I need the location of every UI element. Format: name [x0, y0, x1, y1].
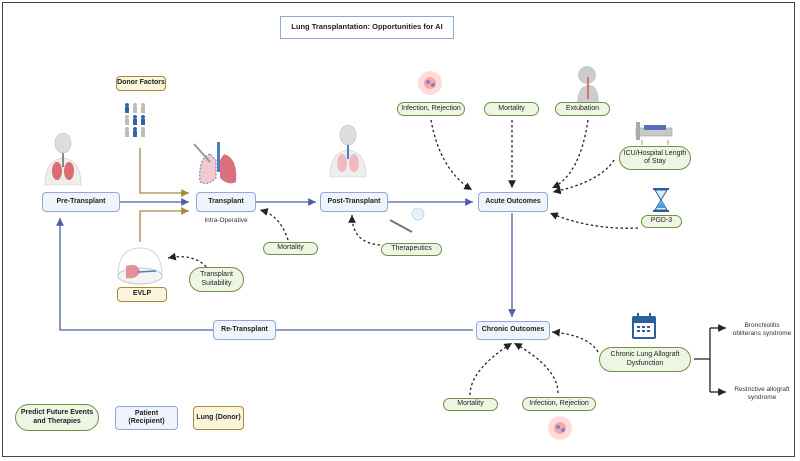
diagram-title: Lung Transplantation: Opportunities for …: [280, 16, 454, 39]
chronic-infection-rejection-pill[interactable]: Infection, Rejection: [522, 397, 596, 411]
dash-suitability-evlp: [167, 252, 213, 276]
acute-outcomes-box[interactable]: Acute Outcomes: [478, 192, 548, 212]
pre-transplant-box[interactable]: Pre-Transplant: [42, 192, 120, 212]
chronic-infection-germ-icon: [548, 416, 572, 440]
extubation-head-icon: [577, 66, 599, 105]
legend-predict: Predict Future Events and Therapies: [15, 404, 99, 431]
transplant-lungs-icon: [193, 142, 237, 184]
chronic-mortality-pill[interactable]: Mortality: [443, 398, 498, 411]
post-patient-figure-icon: [329, 124, 367, 178]
hourglass-icon: [653, 188, 669, 212]
syringe-icon: [389, 207, 425, 233]
dash-clad-chronic: [551, 328, 599, 353]
transplant-suitability-pill[interactable]: Transplant Suitability: [189, 267, 244, 292]
dash-pgd3-acute: [549, 212, 639, 229]
arrow-evlp-to-transplant: [139, 207, 189, 242]
dash-icu-acute: [552, 159, 615, 195]
dash-infection-acute: [430, 119, 473, 191]
pgd3-pill[interactable]: PGD-3: [641, 215, 682, 228]
extubation-pill[interactable]: Extubation: [555, 102, 610, 116]
ras-label: Restrictive allograft syndrome: [734, 386, 790, 401]
dash-extubation-acute: [551, 119, 589, 189]
transplant-box[interactable]: Transplant: [196, 192, 256, 212]
arrow-retransplant-to-pre: [56, 218, 214, 331]
arrow-donor-factors-to-transplant: [139, 148, 189, 197]
calendar-icon: [632, 313, 656, 339]
infection-germ-icon: [418, 71, 442, 95]
clad-pill[interactable]: Chronic Lung Allograft Dysfunction: [599, 347, 691, 372]
evlp-box[interactable]: EVLP: [117, 287, 167, 302]
re-transplant-box[interactable]: Re-Transplant: [213, 320, 276, 340]
dash-intraop-mortality: [259, 208, 289, 241]
legend-patient: Patient (Recipient): [115, 406, 178, 430]
dash-chronic-mortality: [469, 342, 513, 396]
patient-figure-icon: [44, 132, 82, 186]
evlp-dome-icon: [117, 247, 163, 285]
dash-chronic-infection: [513, 342, 559, 394]
therapeutics-pill[interactable]: Therapeutics: [381, 243, 442, 256]
acute-infection-rejection-pill[interactable]: Infection, Rejection: [397, 102, 465, 116]
legend-lung: Lung (Donor): [193, 406, 244, 430]
icu-hospital-stay-pill[interactable]: ICU/Hospital Length of Stay: [619, 146, 691, 170]
clad-bracket: [694, 328, 711, 392]
donor-figures-icon: [125, 103, 145, 137]
dash-therapeutics-post: [348, 214, 381, 246]
acute-mortality-pill[interactable]: Mortality: [484, 102, 539, 116]
intra-operative-caption: Intra-Operative: [204, 217, 248, 224]
post-transplant-box[interactable]: Post-Transplant: [320, 192, 388, 212]
hospital-bed-icon: [635, 122, 673, 145]
chronic-outcomes-box[interactable]: Chronic Outcomes: [476, 321, 550, 340]
donor-factors-box[interactable]: Donor Factors: [116, 76, 166, 91]
intraop-mortality-pill[interactable]: Mortality: [263, 242, 318, 255]
bos-label: Bronchiolitis obliterans syndrome: [732, 322, 792, 337]
